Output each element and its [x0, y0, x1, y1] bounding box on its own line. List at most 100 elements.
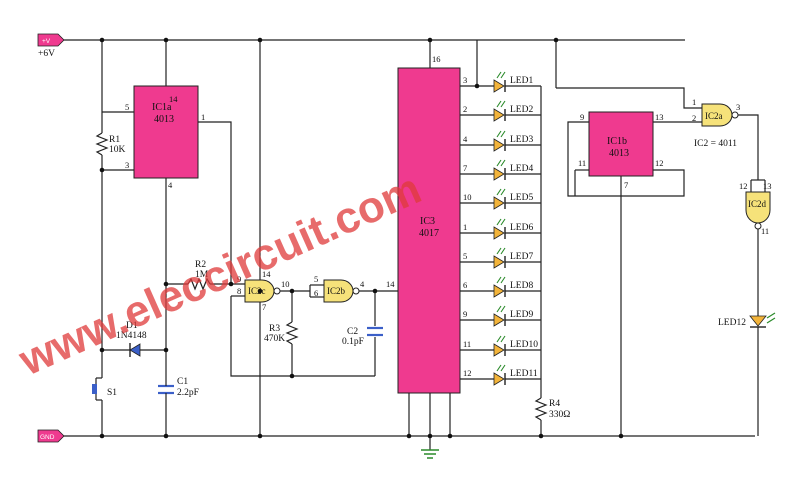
c1-capacitor: [158, 382, 174, 398]
c1-value: 2.2pF: [177, 388, 199, 398]
led-diode: [493, 167, 505, 181]
ic2d-label: IC2d: [748, 199, 767, 209]
ic3-output-pin: 5: [463, 251, 467, 261]
ic1b-pin-13: 13: [655, 112, 664, 122]
ground-symbol: [421, 436, 439, 459]
gnd-tag: GND: [40, 434, 55, 441]
ic1a-pin-4: 4: [168, 180, 173, 190]
led-label: LED6: [510, 223, 533, 233]
ic3-output-pin: 12: [463, 368, 472, 378]
ic1a-part: 4013: [154, 114, 174, 125]
watermark: www.eleccircuit.com: [11, 164, 428, 386]
ic2-note: IC2 = 4011: [694, 139, 737, 149]
ic2a-pin-3: 3: [736, 102, 740, 112]
s1-switch[interactable]: [92, 377, 102, 401]
junction-dots: [99, 37, 624, 439]
ic3-name: IC3: [420, 216, 435, 227]
c2-value: 0.1pF: [342, 337, 364, 347]
led-label: LED9: [510, 310, 533, 320]
ic2d-pin-13: 13: [763, 181, 772, 191]
r2-name: R2: [195, 260, 206, 270]
ic2c-pin-10: 10: [281, 279, 290, 289]
led-diode: [493, 226, 505, 240]
vplus-label: +6V: [38, 49, 55, 59]
ic2b-label: IC2b: [327, 286, 346, 296]
ic3-output-pin: 4: [463, 134, 468, 144]
ic2b-pin-5: 5: [314, 274, 318, 284]
ic1a-chip: [133, 85, 199, 179]
led-label: LED8: [510, 281, 533, 291]
vplus-terminal[interactable]: +V: [37, 33, 65, 47]
s1-label: S1: [107, 388, 117, 398]
ic1a-name: IC1a: [152, 102, 172, 113]
ic1b-pin-7: 7: [624, 180, 628, 190]
led-label: LED1: [510, 76, 533, 86]
ic3-chip: [397, 67, 461, 394]
r1-value: 10K: [109, 145, 126, 155]
ic2a-label: IC2a: [705, 111, 723, 121]
ic3-output-pin: 2: [463, 104, 467, 114]
vplus-tag: +V: [42, 38, 51, 45]
ic1b-part: 4013: [609, 148, 629, 159]
led-diode: [493, 196, 505, 210]
c2-name: C2: [347, 327, 358, 337]
ic1b-pin-12: 12: [655, 158, 664, 168]
r2-resistor: [187, 277, 211, 291]
ic3-output-pin: 10: [463, 192, 472, 202]
r1-resistor: [95, 132, 109, 156]
led-row: 12 LED11: [460, 364, 541, 386]
led-label: LED4: [510, 164, 533, 174]
led-row: 11 LED10: [460, 335, 541, 357]
d1-diode: [129, 343, 141, 357]
ic1a-pin-14: 14: [169, 94, 178, 104]
led-label: LED11: [510, 369, 538, 379]
led-label: LED7: [510, 252, 533, 262]
ic2c-pin-8: 8: [237, 286, 241, 296]
ic2c-label: IC2c: [248, 286, 266, 296]
r3-value: 470K: [264, 334, 285, 344]
led-diode: [493, 138, 505, 152]
ic3-part: 4017: [419, 228, 439, 239]
ic2d-pin-11: 11: [761, 226, 769, 236]
led-label: LED2: [510, 105, 533, 115]
led-diode: [493, 313, 505, 327]
led-label: LED3: [510, 135, 533, 145]
ic2a-pin-1: 1: [692, 97, 696, 107]
d1-name: D1: [126, 321, 138, 331]
ic1b-chip: [588, 111, 654, 177]
led12: [749, 312, 776, 328]
ic2c-pin-9: 9: [237, 274, 241, 284]
ic2c-pin-7: 7: [262, 302, 266, 312]
r2-value: 1M: [195, 270, 209, 280]
led-row: 3 LED1: [460, 71, 541, 93]
ic2d-pin-12: 12: [739, 181, 748, 191]
led-row: 4 LED3: [460, 130, 541, 152]
ic3-output-pin: 3: [463, 75, 467, 85]
ic1a-pin-5: 5: [125, 102, 129, 112]
led-label: LED10: [510, 340, 538, 350]
led-diode: [493, 108, 505, 122]
d1-value: 1N4148: [116, 331, 147, 341]
ic3-output-pin: 1: [463, 222, 467, 232]
r3-resistor: [285, 321, 299, 345]
led-row: 10 LED5: [460, 188, 541, 210]
ic2c-pin-14: 14: [262, 269, 271, 279]
r3-name: R3: [269, 324, 280, 334]
ic1a-pin-1: 1: [201, 112, 205, 122]
led-diode: [493, 372, 505, 386]
led-diode: [493, 79, 505, 93]
ic2a-pin-2: 2: [692, 113, 696, 123]
led-label: LED5: [510, 193, 533, 203]
led-row: 5 LED7: [460, 247, 541, 269]
led-row: 7 LED4: [460, 159, 541, 181]
gnd-terminal[interactable]: GND: [37, 429, 65, 443]
ic3-output-pin: 7: [463, 163, 467, 173]
led-diode: [493, 255, 505, 269]
led-diode: [493, 284, 505, 298]
r4-resistor: [534, 397, 548, 421]
ic3-output-pin: 11: [463, 339, 471, 349]
